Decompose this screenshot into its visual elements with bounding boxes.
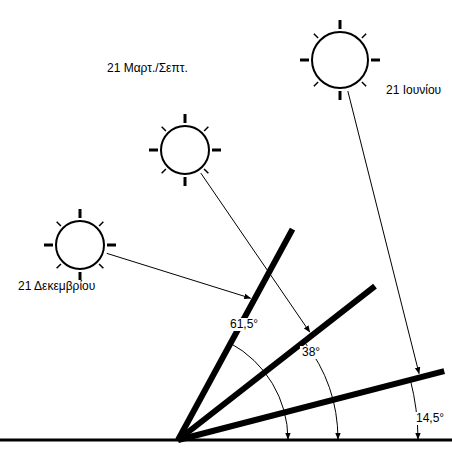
sun-symbol [149,114,221,186]
sun-symbol [300,20,380,100]
sun-symbol [44,209,116,281]
sun-ray-arrow [348,91,419,373]
sun-ray-arrow [201,173,310,332]
sun-ray-arrow [107,253,251,298]
ground-line [0,439,452,442]
date-label: 21 Δεκεμβρίου [16,280,97,293]
angle-arc [410,380,418,439]
date-label: 21 Ιουνίου [384,84,443,97]
solar-panel [178,371,444,440]
angle-label: 38° [300,346,322,359]
solar-panel [178,229,293,440]
date-label: 21 Μαρτ./Σεπτ. [105,62,190,75]
angle-label: 61,5° [228,318,260,331]
angle-label: 14,5° [414,412,446,425]
